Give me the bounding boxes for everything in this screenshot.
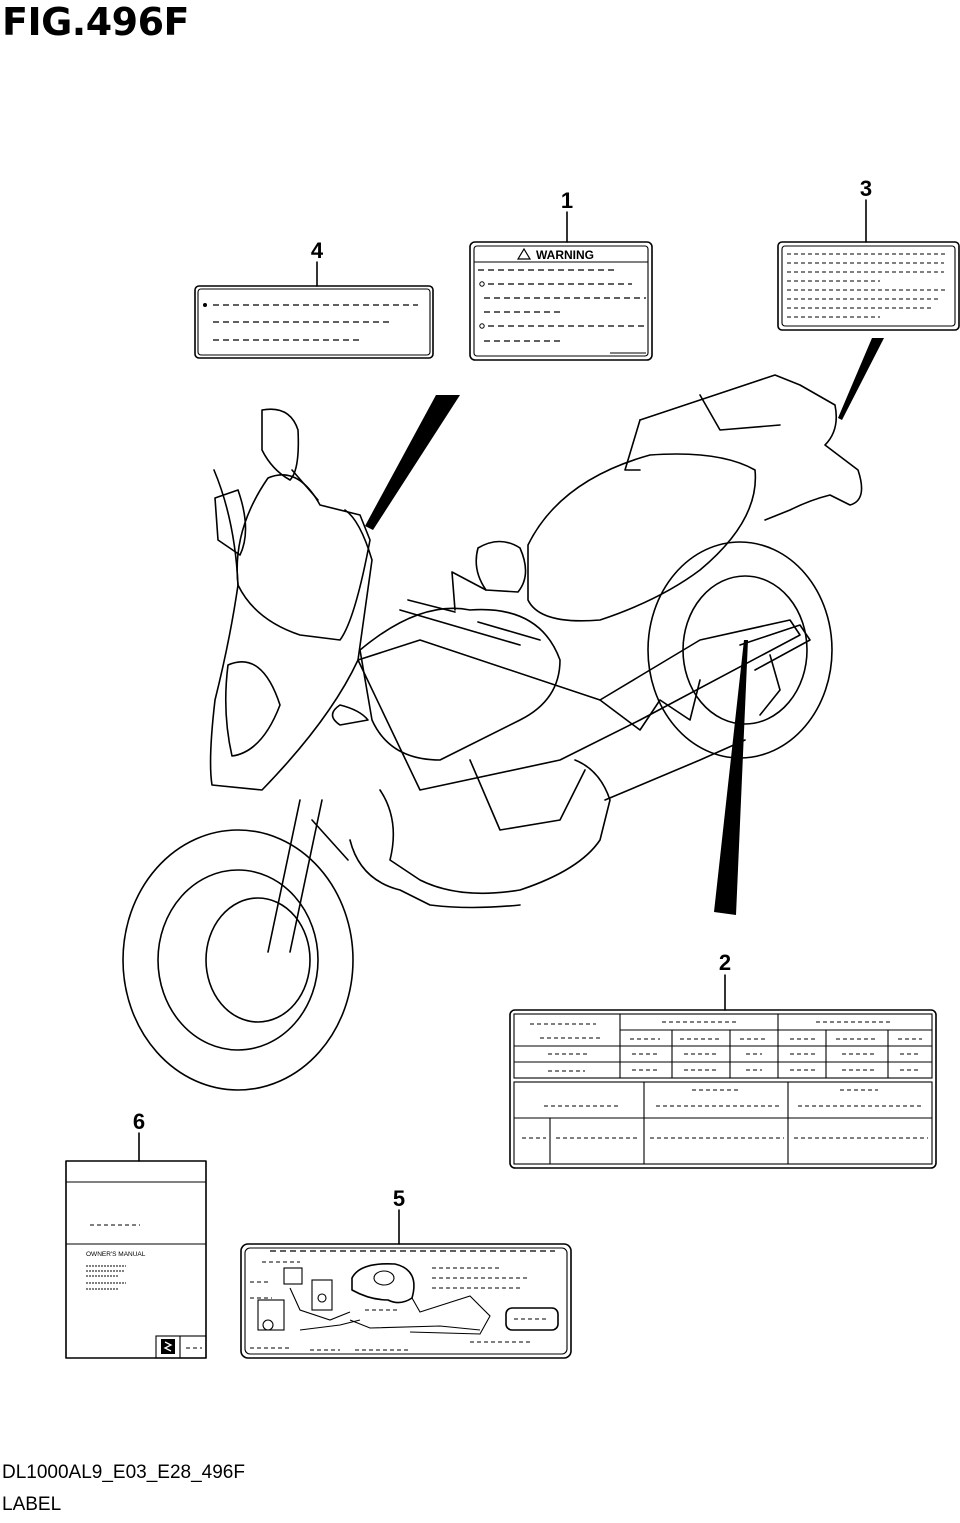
label-6-owners-manual <box>65 1132 207 1359</box>
label-4-sticker <box>194 261 434 359</box>
callout-number: 5 <box>393 1186 405 1211</box>
label-1-warning-sticker <box>469 211 653 361</box>
label-2-table-sticker <box>509 974 937 1169</box>
owners-manual-text: OWNER'S MANUAL <box>86 1251 146 1258</box>
callout-number: 1 <box>561 188 573 213</box>
label-pointers <box>365 338 884 915</box>
warning-triangle-icon <box>516 247 532 260</box>
figure-title: FIG.496F <box>2 0 190 44</box>
callout-number: 4 <box>311 238 324 263</box>
model-code: DL1000AL9_E03_E28_496F <box>2 1462 245 1483</box>
label-5-wiring-sticker <box>240 1209 572 1359</box>
callout-number: 3 <box>860 176 872 201</box>
callout-number: 6 <box>133 1109 145 1134</box>
callout-number: 2 <box>719 950 731 975</box>
label-3-sticker <box>777 199 960 331</box>
warning-header-text: WARNING <box>536 248 594 262</box>
section-name: LABEL <box>2 1494 62 1515</box>
motorcycle-illustration <box>122 374 863 1091</box>
